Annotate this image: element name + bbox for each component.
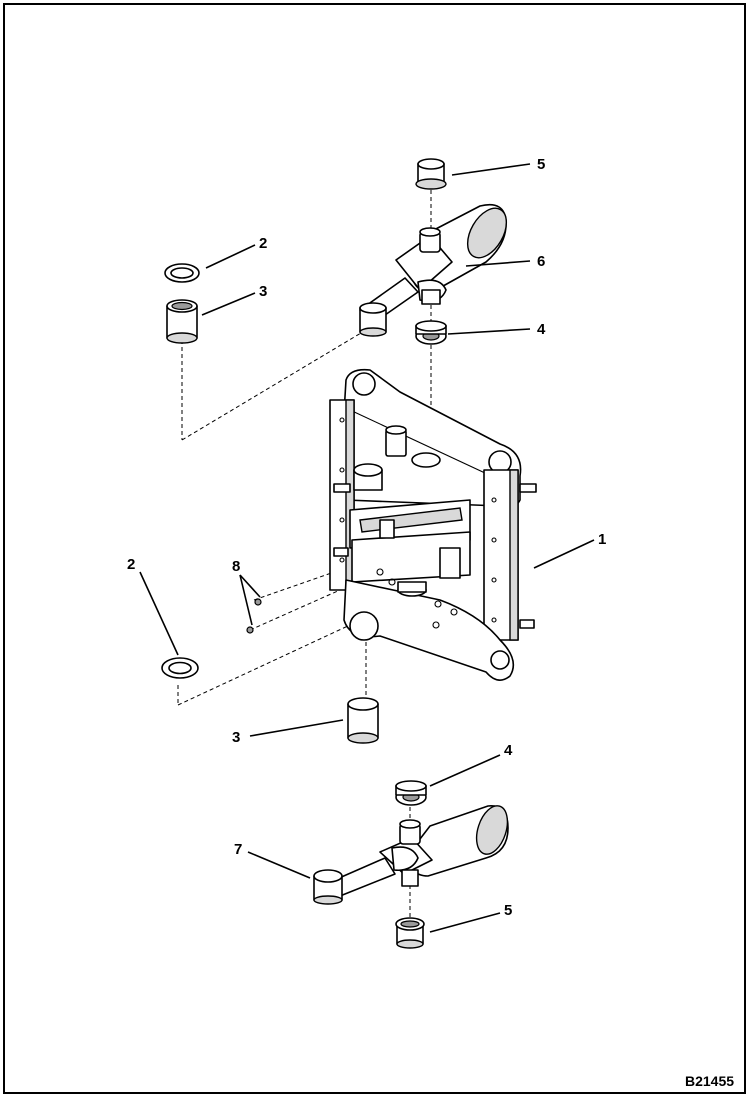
callout-5-top: 5 [537,156,545,173]
page-border [3,3,746,1094]
part-2-top-washer [164,263,200,283]
callout-7: 7 [234,841,242,858]
part-7-lower-cylinder [313,805,509,905]
part-1-swing-frame [329,368,537,681]
part-3-top-bushing [166,299,198,344]
part-6-upper-cylinder [359,203,508,337]
drawing-number: B21455 [685,1073,734,1089]
part-4-bottom-seal [395,780,427,806]
callout-8: 8 [232,558,240,575]
callout-2-top: 2 [259,235,267,252]
alignment-lines [177,190,432,918]
part-4-top-seal [415,320,447,345]
callout-4-top: 4 [537,321,546,338]
leader-lines [139,163,595,933]
part-8-fittings [246,598,262,634]
callout-6: 6 [537,253,545,270]
callout-5-bottom: 5 [504,902,512,919]
part-5-bottom-bushing [395,917,425,949]
callout-3-bottom: 3 [232,729,240,746]
callout-3-top: 3 [259,283,267,300]
part-3-bottom-bushing [347,697,379,744]
callouts: 5 6 2 3 4 1 2 8 3 4 7 5 [127,156,606,919]
part-2-bottom-washer [161,657,199,679]
callout-2-bottom: 2 [127,556,135,573]
callout-4-bottom: 4 [504,742,513,759]
callout-1: 1 [598,531,606,548]
part-5-top-bushing [415,158,447,190]
